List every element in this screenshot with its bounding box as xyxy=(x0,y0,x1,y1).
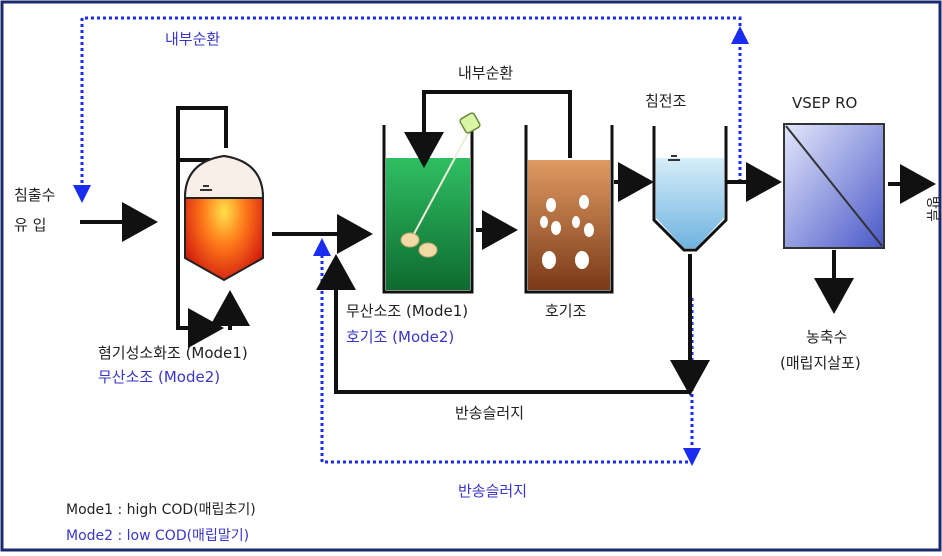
anoxic-mode2-label: 호기조 (Mode2) xyxy=(346,328,454,346)
anoxic-tank-label: 무산소조 (Mode1) xyxy=(346,302,468,320)
return-sludge-black-label: 반송슬러지 xyxy=(455,404,524,422)
anaerobic-mode2-label: 무산소조 (Mode2) xyxy=(98,368,220,386)
blue-arrow-up-right xyxy=(731,26,749,44)
settling-tank xyxy=(652,126,728,252)
inner-recycle-dotted-line xyxy=(80,16,742,188)
return-sludge-black-line xyxy=(316,254,690,394)
concentrate-label-1: 농축수 xyxy=(806,328,847,346)
anoxic-tank xyxy=(382,112,481,294)
inner-recycle-mid-label: 내부순환 xyxy=(458,64,513,82)
anaerobic-tank-label: 혐기성소화조 (Mode1) xyxy=(98,344,248,362)
anaerobic-digester xyxy=(176,106,265,348)
return-sludge-blue-label: 반송슬러지 xyxy=(458,482,527,500)
inner-recycle-black-line xyxy=(404,90,572,168)
concentrate-label-2: (매립지살포) xyxy=(780,354,861,372)
return-sludge-dotted-line xyxy=(320,248,694,464)
influent-label-2: 유 입 xyxy=(14,216,46,234)
blue-arrow-down-bottom xyxy=(683,448,701,466)
mode2-note: Mode2 : low COD(매립말기) xyxy=(66,528,249,544)
effluent-label: 방류 xyxy=(924,196,940,222)
mode1-note: Mode1 : high COD(매립초기) xyxy=(66,502,256,518)
vsep-ro-unit xyxy=(783,123,885,249)
influent-label-1: 침출수 xyxy=(14,186,55,204)
blue-arrow-down-left xyxy=(73,185,91,203)
aerobic-tank xyxy=(524,125,614,294)
vsep-label: VSEP RO xyxy=(792,94,857,112)
aerobic-tank-label: 호기조 xyxy=(545,302,587,320)
settling-tank-label: 침전조 xyxy=(645,92,687,110)
inner-recycle-top-label: 내부순환 xyxy=(165,30,220,48)
blue-arrow-up-bottom xyxy=(313,238,331,256)
blue-recycle-lines xyxy=(80,16,742,464)
